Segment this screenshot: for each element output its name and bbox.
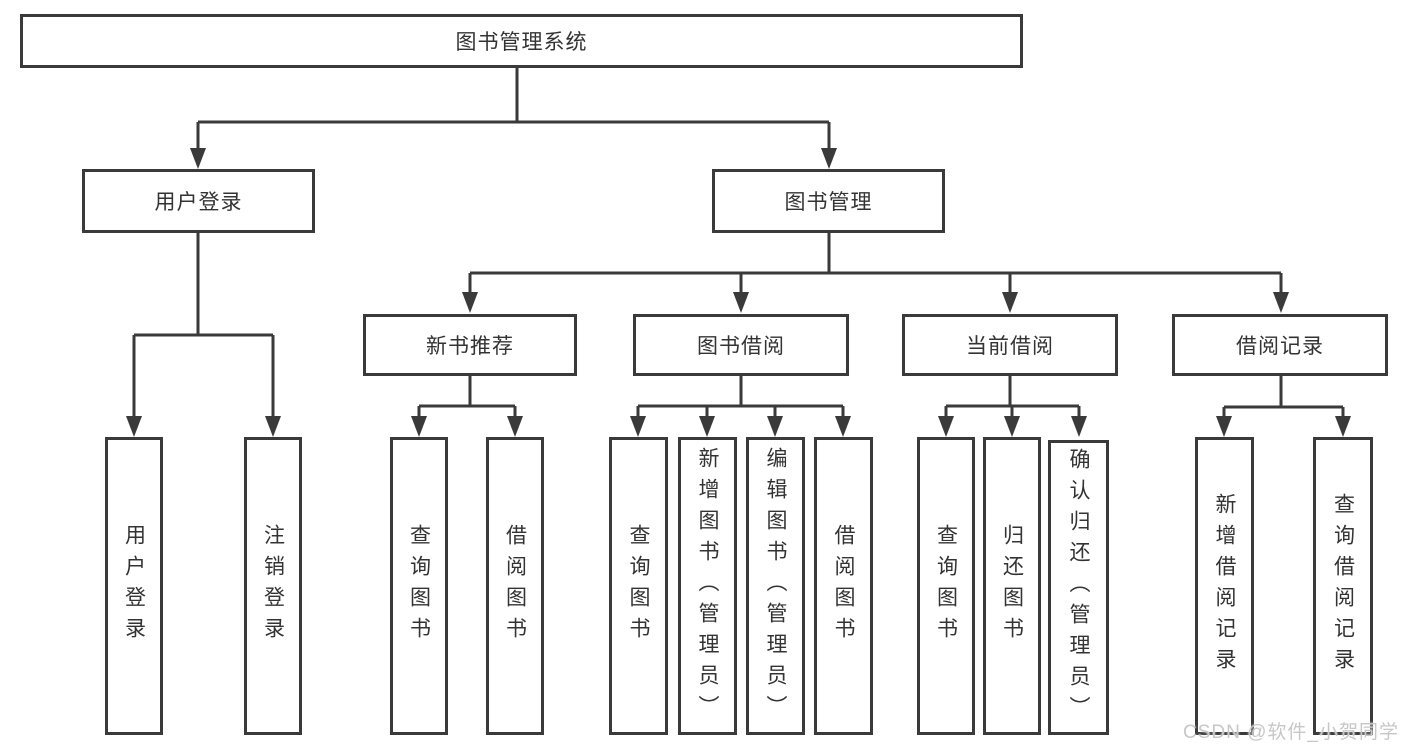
leaf-confirm-return-admin: 确认归还（管理员） bbox=[1048, 440, 1109, 735]
node-label: 用户登录 bbox=[122, 524, 146, 648]
node-book-management: 图书管理 bbox=[712, 169, 945, 233]
arrowhead bbox=[1216, 416, 1232, 437]
leaf-return-books: 归还图书 bbox=[983, 437, 1041, 735]
leaf-edit-books-admin: 编辑图书（管理员） bbox=[746, 437, 805, 735]
arrowhead bbox=[1002, 292, 1018, 313]
node-label: 确认归还（管理员） bbox=[1067, 448, 1090, 727]
node-library-system: 图书管理系统 bbox=[20, 14, 1023, 68]
arrowhead bbox=[265, 416, 281, 437]
leaf-user-login: 用户登录 bbox=[105, 437, 163, 735]
node-new-book-recommend: 新书推荐 bbox=[363, 314, 577, 376]
node-label: 归还图书 bbox=[1000, 524, 1024, 648]
arrowhead bbox=[699, 416, 715, 437]
node-label: 借阅图书 bbox=[503, 524, 527, 648]
node-label: 查询图书 bbox=[407, 524, 431, 648]
leaf-borrow-books: 借阅图书 bbox=[814, 437, 873, 735]
node-label: 借阅记录 bbox=[1236, 335, 1324, 358]
csdn-watermark: CSDN @软件_小贺同学 bbox=[1183, 722, 1399, 743]
node-label: 图书借阅 bbox=[697, 335, 785, 358]
leaf-query-borrow-record: 查询借阅记录 bbox=[1313, 437, 1373, 735]
leaf-query-books-current: 查询图书 bbox=[917, 437, 975, 735]
leaf-query-books-borrow: 查询图书 bbox=[609, 437, 668, 735]
connector-book-borrow-group bbox=[636, 376, 845, 418]
arrowhead bbox=[411, 416, 427, 437]
node-label: 图书管理系统 bbox=[455, 31, 588, 54]
node-book-borrow: 图书借阅 bbox=[633, 314, 849, 376]
node-label: 查询图书 bbox=[627, 524, 650, 648]
node-user-login: 用户登录 bbox=[82, 169, 315, 233]
arrowhead bbox=[1273, 292, 1289, 313]
arrowhead bbox=[1071, 416, 1087, 437]
arrowhead bbox=[767, 416, 783, 437]
node-borrow-records: 借阅记录 bbox=[1172, 314, 1388, 376]
arrowhead bbox=[507, 416, 523, 437]
arrowhead bbox=[938, 416, 954, 437]
node-current-borrow: 当前借阅 bbox=[902, 314, 1118, 376]
node-label: 查询图书 bbox=[934, 524, 958, 648]
leaf-add-books-admin: 新增图书（管理员） bbox=[678, 437, 737, 735]
node-label: 借阅图书 bbox=[832, 524, 855, 648]
arrowhead bbox=[821, 148, 837, 169]
node-label: 新增图书（管理员） bbox=[696, 446, 719, 726]
connector-user-login-group bbox=[132, 233, 275, 418]
arrowhead bbox=[835, 416, 851, 437]
leaf-logout: 注销登录 bbox=[244, 437, 302, 735]
connector-root-to-level2 bbox=[196, 68, 831, 150]
node-label: 新书推荐 bbox=[426, 335, 514, 358]
node-label: 新增借阅记录 bbox=[1213, 493, 1236, 679]
node-label: 编辑图书（管理员） bbox=[764, 446, 787, 726]
arrowhead bbox=[126, 416, 142, 437]
connector-current-borrow-group bbox=[944, 376, 1081, 418]
arrowhead bbox=[462, 292, 478, 313]
connector-management-to-level3 bbox=[468, 233, 1283, 294]
node-label: 用户登录 bbox=[154, 191, 243, 214]
leaf-borrow-books-recommend: 借阅图书 bbox=[486, 437, 544, 735]
node-label: 查询借阅记录 bbox=[1331, 493, 1355, 679]
leaf-query-books-recommend: 查询图书 bbox=[390, 437, 448, 735]
node-label: 图书管理 bbox=[784, 191, 873, 214]
connector-borrow-records-group bbox=[1222, 376, 1345, 418]
node-label: 当前借阅 bbox=[966, 335, 1054, 358]
node-label: 注销登录 bbox=[261, 524, 285, 648]
arrowhead bbox=[190, 148, 206, 169]
arrowhead bbox=[630, 416, 646, 437]
arrowhead bbox=[733, 292, 749, 313]
arrowhead bbox=[1335, 416, 1351, 437]
arrowhead bbox=[1004, 416, 1020, 437]
connector-new-book-group bbox=[417, 376, 517, 418]
leaf-add-borrow-record: 新增借阅记录 bbox=[1195, 437, 1254, 735]
